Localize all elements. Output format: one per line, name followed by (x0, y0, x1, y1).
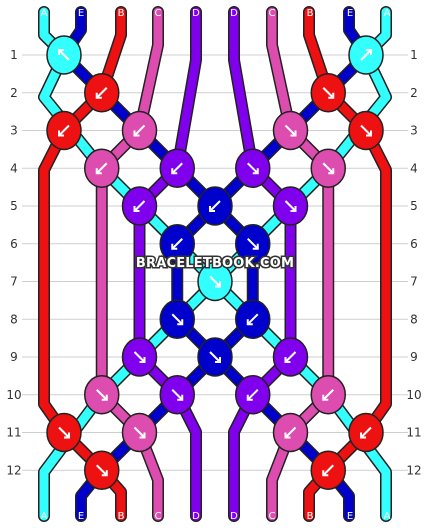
string-label: A (41, 511, 48, 522)
row-number-right: 12 (406, 463, 421, 477)
knot-arrow-icon (322, 162, 334, 174)
watermark-text: BRACELETBOOK.COM (136, 256, 294, 271)
row-number-left: 11 (6, 426, 21, 440)
knot-arrow-icon (284, 124, 297, 137)
string-label: B (118, 8, 125, 19)
row-number-left: 10 (6, 388, 21, 402)
row-number-left: 2 (10, 86, 18, 100)
knot-arrow-icon (58, 49, 70, 61)
knot-arrow-icon (133, 200, 146, 212)
row-number-right: 3 (410, 124, 418, 138)
knot-arrow-icon (171, 162, 183, 174)
string-label: B (307, 8, 314, 19)
knot-arrow-icon (360, 49, 372, 61)
row-number-left: 3 (10, 124, 18, 138)
row-number-left: 8 (10, 312, 18, 326)
knot-arrow-icon (360, 124, 372, 137)
string-label: D (192, 511, 200, 522)
row-number-right: 1 (410, 48, 418, 62)
knot-arrow-icon (58, 426, 70, 439)
row-number-left: 12 (6, 463, 21, 477)
knot-arrow-icon (284, 200, 297, 212)
row-number-right: 8 (410, 312, 418, 326)
knot-arrow-icon (171, 238, 183, 250)
string-label: E (78, 8, 84, 19)
knot-arrow-icon (96, 464, 108, 476)
knot-arrow-icon (360, 426, 372, 439)
string-label: B (118, 511, 125, 522)
string-label: C (269, 511, 276, 522)
knot-arrow-icon (247, 389, 259, 401)
knot-arrow-icon (322, 87, 334, 99)
string-label: B (307, 511, 314, 522)
row-number-left: 5 (10, 199, 18, 213)
string-label: D (192, 8, 200, 19)
knot-arrow-icon (209, 351, 221, 363)
string-strand (97, 7, 163, 521)
row-number-right: 6 (410, 237, 418, 251)
string-label: A (384, 8, 391, 19)
knot-arrow-icon (247, 162, 259, 174)
knot-arrow-icon (247, 238, 259, 250)
row-number-right: 10 (406, 388, 421, 402)
knot-arrow-icon (96, 162, 108, 174)
string-label: D (230, 8, 238, 19)
row-number-right: 2 (410, 86, 418, 100)
knot-arrow-icon (171, 313, 183, 325)
row-number-left: 6 (10, 237, 18, 251)
row-number-left: 7 (10, 275, 18, 289)
string-label: C (269, 8, 276, 19)
row-number-left: 4 (10, 161, 18, 175)
string-strand (135, 7, 201, 521)
knot-arrow-icon (209, 200, 221, 212)
knot-arrow-icon (209, 275, 221, 288)
row-number-right: 4 (410, 161, 418, 175)
string-label: D (230, 511, 238, 522)
knot-arrow-icon (322, 389, 334, 401)
row-number-left: 1 (10, 48, 18, 62)
row-number-left: 9 (10, 350, 18, 364)
string-label: E (347, 8, 353, 19)
string-strand (229, 7, 295, 521)
string-label: A (41, 8, 48, 19)
string-label: E (347, 511, 353, 522)
row-number-right: 9 (410, 350, 418, 364)
row-number-right: 5 (410, 199, 418, 213)
string-label: E (78, 511, 84, 522)
string-labels: A E B C D D C B E A A E B C D D C B E A (41, 8, 391, 522)
string-label: C (155, 8, 162, 19)
knot-arrow-icon (58, 124, 70, 137)
string-label: C (155, 511, 162, 522)
knot-arrow-icon (171, 389, 183, 401)
knot-arrow-icon (247, 313, 259, 325)
knots (46, 35, 384, 490)
knot-arrow-icon (133, 351, 146, 363)
knot-arrow-icon (322, 464, 334, 476)
knot-arrow-icon (96, 389, 108, 401)
string-strand (267, 7, 333, 521)
string-label: A (384, 511, 391, 522)
knot-arrow-icon (133, 426, 146, 439)
knot-arrow-icon (284, 426, 297, 439)
knot-arrow-icon (96, 87, 108, 99)
row-number-right: 11 (406, 426, 421, 440)
row-number-right: 7 (410, 275, 418, 289)
knot-arrow-icon (133, 124, 146, 137)
knot-arrow-icon (284, 351, 297, 363)
